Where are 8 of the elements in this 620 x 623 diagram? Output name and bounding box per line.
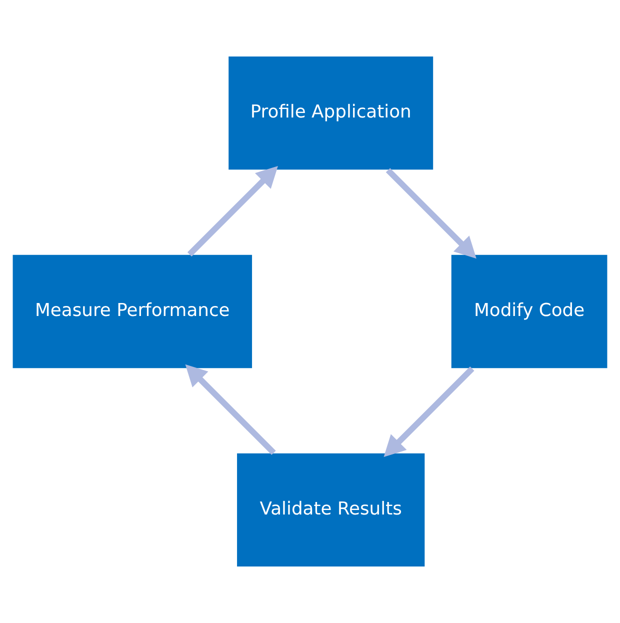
arrow [185, 364, 276, 455]
arrow [187, 166, 278, 256]
node-box: Profile Application [228, 55, 434, 171]
node-box: Validate Results [236, 452, 426, 568]
node-box: Modify Code [450, 254, 608, 370]
arrow [384, 366, 474, 458]
arrow [386, 168, 476, 259]
node-box: Measure Performance [12, 254, 254, 370]
